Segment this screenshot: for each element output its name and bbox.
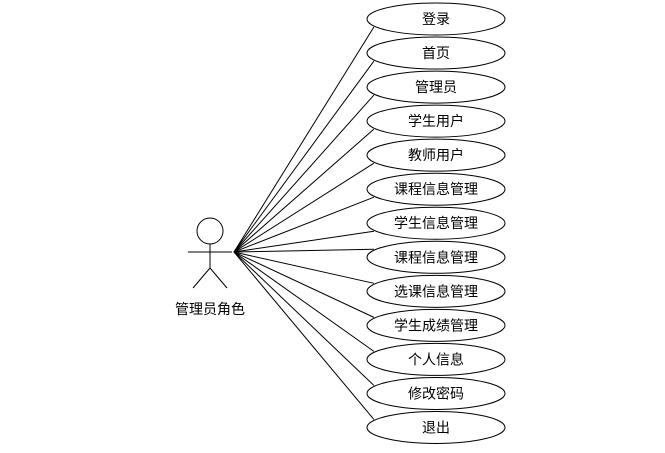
- use-case-ellipse: [366, 274, 506, 308]
- association-line: [233, 248, 374, 253]
- actor-head: [196, 217, 224, 245]
- actor-label: 管理员角色: [175, 301, 245, 318]
- use-case-ellipse: [366, 342, 506, 376]
- use-case-label: 登录: [422, 12, 450, 28]
- use-case-ellipse: [366, 2, 506, 36]
- association-line: [233, 251, 375, 318]
- use-case-list: 登录首页管理员学生用户教师用户课程信息管理学生信息管理课程信息管理选课信息管理学…: [366, 2, 506, 444]
- use-case: 学生信息管理: [366, 206, 506, 240]
- association-line: [233, 251, 375, 420]
- actor-figure: 管理员角色: [175, 217, 245, 318]
- use-case: 首页: [366, 36, 506, 70]
- use-case-ellipse: [366, 410, 506, 444]
- use-case: 退出: [366, 410, 506, 444]
- use-case-ellipse: [366, 172, 506, 206]
- association-line: [233, 128, 375, 253]
- use-case: 管理员: [366, 70, 506, 104]
- use-case: 个人信息: [366, 342, 506, 376]
- association-line: [233, 196, 375, 253]
- use-case-label: 修改密码: [408, 385, 464, 402]
- association-line: [233, 251, 375, 386]
- use-case-ellipse: [366, 376, 506, 410]
- association-line: [233, 251, 375, 284]
- use-case: 登录: [366, 2, 506, 36]
- use-case-label: 教师用户: [408, 147, 464, 164]
- use-case-label: 管理员: [415, 80, 457, 96]
- actor-right-leg: [209, 267, 228, 289]
- use-case-label: 课程信息管理: [394, 181, 478, 198]
- association-line: [233, 230, 374, 253]
- use-case-label: 学生用户: [408, 113, 464, 130]
- use-case-ellipse: [366, 104, 506, 138]
- association-line: [233, 251, 375, 352]
- use-case-ellipse: [366, 240, 506, 274]
- use-case-label: 个人信息: [408, 351, 464, 368]
- association-line: [233, 60, 375, 253]
- use-case-label: 课程信息管理: [394, 249, 478, 266]
- use-case: 课程信息管理: [366, 240, 506, 274]
- use-case: 学生用户: [366, 104, 506, 138]
- use-case-ellipse: [366, 308, 506, 342]
- association-lines: [233, 26, 375, 420]
- use-case-label: 学生信息管理: [394, 215, 478, 232]
- actor-left-leg: [192, 267, 211, 289]
- use-case-ellipse: [366, 36, 506, 70]
- use-case-ellipse: [366, 138, 506, 172]
- use-case-label: 退出: [422, 420, 450, 436]
- use-case-ellipse: [366, 206, 506, 240]
- use-case: 选课信息管理: [366, 274, 506, 308]
- use-case-ellipse: [366, 70, 506, 104]
- use-case: 修改密码: [366, 376, 506, 410]
- use-case-label: 选课信息管理: [394, 283, 478, 300]
- use-case: 学生成绩管理: [366, 308, 506, 342]
- use-case-label: 首页: [422, 46, 450, 62]
- use-case: 课程信息管理: [366, 172, 506, 206]
- association-line: [233, 26, 375, 253]
- association-line: [233, 162, 375, 253]
- association-line: [233, 94, 375, 253]
- use-case: 教师用户: [366, 138, 506, 172]
- use-case-label: 学生成绩管理: [394, 318, 478, 334]
